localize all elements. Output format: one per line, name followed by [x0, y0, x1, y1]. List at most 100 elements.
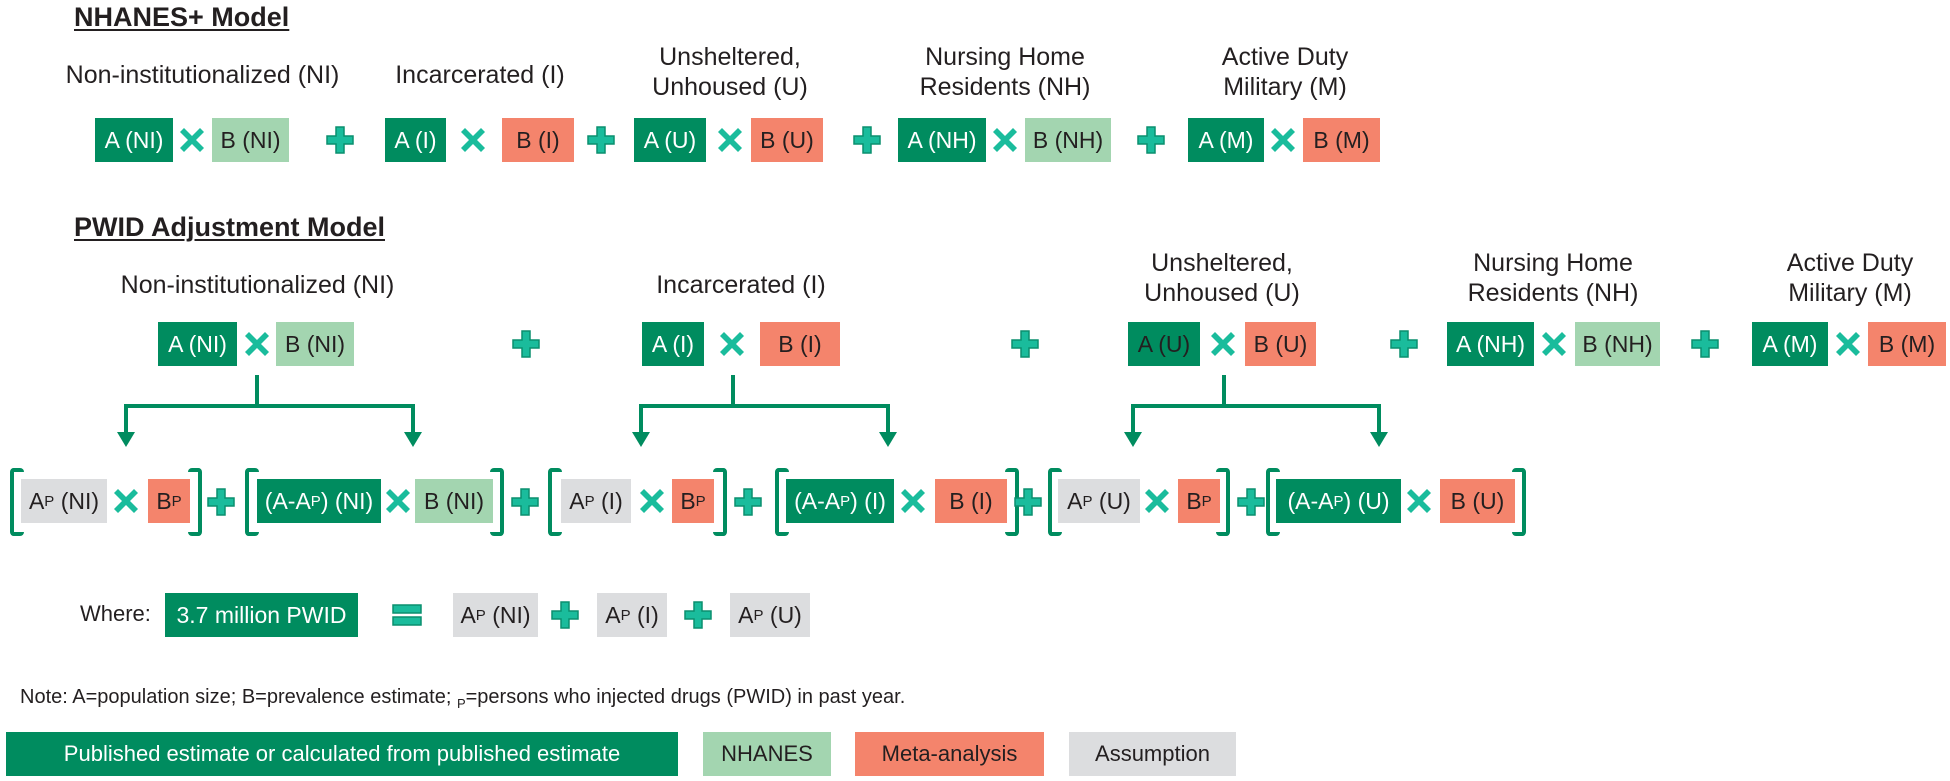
plus-icon: [1013, 487, 1043, 517]
nhanes-model-title: NHANES+ Model: [74, 2, 290, 32]
term: A: [28, 487, 45, 514]
pwid-b-i: B (I): [760, 322, 840, 366]
label-line: Unsheltered,: [1151, 249, 1293, 277]
legend-meta-analysis: Meta-analysis: [855, 732, 1044, 776]
pwid-a-ni: A (NI): [158, 322, 237, 366]
pwid-a-u: A (U): [1128, 322, 1200, 366]
term: (A-A: [264, 487, 311, 514]
arrow-down-icon: [632, 432, 650, 447]
subscript: P: [753, 606, 764, 624]
term: A: [605, 601, 621, 628]
term-suffix: (U): [763, 601, 802, 628]
nhanes-b-nh: B (NH): [1025, 118, 1111, 162]
subscript: P: [475, 606, 486, 624]
nhanes-a-m: A (M): [1188, 118, 1264, 162]
label-line: Active Duty: [1221, 43, 1349, 71]
bracket-close: [1512, 468, 1526, 536]
pwid-label-i: Incarcerated (I): [656, 271, 826, 299]
subscript: P: [584, 492, 595, 510]
connector-u: [1131, 375, 1381, 432]
arrow-down-icon: [404, 432, 422, 447]
term-suffix: (I): [594, 487, 623, 514]
nhanes-b-ni: B (NI): [212, 118, 289, 162]
label-line: Unhoused (U): [652, 73, 808, 101]
label-line: Unhoused (U): [1144, 279, 1300, 307]
equals-icon: [392, 600, 422, 630]
legend-nhanes: NHANES: [703, 732, 831, 776]
pwid-label-ni: Non-institutionalized (NI): [120, 271, 395, 299]
nhanes-b-u: B (U): [751, 118, 823, 162]
note-text: =persons who injected drugs (PWID) in pa…: [465, 686, 906, 708]
bracket-close: [188, 468, 202, 536]
bracket-close: [713, 468, 727, 536]
term: A: [738, 601, 754, 628]
label-line: Nursing Home: [925, 43, 1085, 71]
pwid-label-m: Active Duty Military (M): [1750, 248, 1950, 308]
nhanes-a-ni: A (NI): [95, 118, 173, 162]
nhanes-b-m: B (M): [1303, 118, 1380, 162]
pwid-a-i: A (I): [642, 322, 704, 366]
times-icon: [637, 486, 667, 516]
pwid-label-u: Unsheltered, Unhoused (U): [1122, 248, 1322, 308]
pwid-nonpwid-b-ni: B (NI): [415, 479, 493, 523]
pwid-label-nh: Nursing Home Residents (NH): [1453, 248, 1653, 308]
bracket-close: [1216, 468, 1230, 536]
term: (A-A: [1287, 487, 1334, 514]
pwid-nonpwid-b-u: B (U): [1440, 479, 1515, 523]
label-line: Military (M): [1788, 279, 1912, 307]
pwid-b-nh: B (NH): [1575, 322, 1660, 366]
term-suffix: ) (I): [850, 487, 886, 514]
label-line: Unsheltered,: [659, 43, 801, 71]
bracket-open: [245, 468, 259, 536]
subscript: P: [620, 606, 631, 624]
subscript: P: [44, 492, 55, 510]
nhanes-label-u: Unsheltered, Unhoused (U): [630, 42, 830, 102]
subscript: P: [1082, 492, 1093, 510]
plus-icon: [550, 600, 580, 630]
nhanes-label-m: Active Duty Military (M): [1185, 42, 1385, 102]
pwid-b-u: B (U): [1245, 322, 1316, 366]
times-icon: [383, 486, 413, 516]
nhanes-b-i: B (I): [502, 118, 574, 162]
nhanes-a-i: A (I): [385, 118, 446, 162]
term: A: [569, 487, 585, 514]
subscript: P: [171, 492, 182, 510]
bracket-close: [490, 468, 504, 536]
label-line: Nursing Home: [1473, 249, 1633, 277]
connector-i: [639, 375, 890, 432]
bracket-open: [548, 468, 562, 536]
term: B: [1186, 487, 1202, 514]
plus-icon: [510, 487, 540, 517]
times-icon: [1142, 486, 1172, 516]
bracket-open: [10, 468, 24, 536]
term: B: [156, 487, 172, 514]
label-line: Residents (NH): [1467, 279, 1639, 307]
bracket-open: [1266, 468, 1280, 536]
term-suffix: (NI): [54, 487, 100, 514]
label-line: Military (M): [1223, 73, 1347, 101]
term-suffix: (I): [630, 601, 659, 628]
term: B: [680, 487, 696, 514]
pwid-nonpwid-b-i: B (I): [935, 479, 1007, 523]
legend-assumption: Assumption: [1069, 732, 1236, 776]
term: (A-A: [794, 487, 841, 514]
nhanes-label-ni: Non-institutionalized (NI): [65, 61, 340, 89]
nhanes-label-nh: Nursing Home Residents (NH): [905, 42, 1105, 102]
arrow-down-icon: [1370, 432, 1388, 447]
times-icon: [898, 486, 928, 516]
arrow-down-icon: [1124, 432, 1142, 447]
subscript: P: [840, 492, 851, 510]
plus-icon: [206, 487, 236, 517]
plus-icon: [733, 487, 763, 517]
subscript: P: [456, 696, 466, 711]
pwid-b-ni: B (NI): [276, 322, 354, 366]
subscript: P: [695, 492, 706, 510]
